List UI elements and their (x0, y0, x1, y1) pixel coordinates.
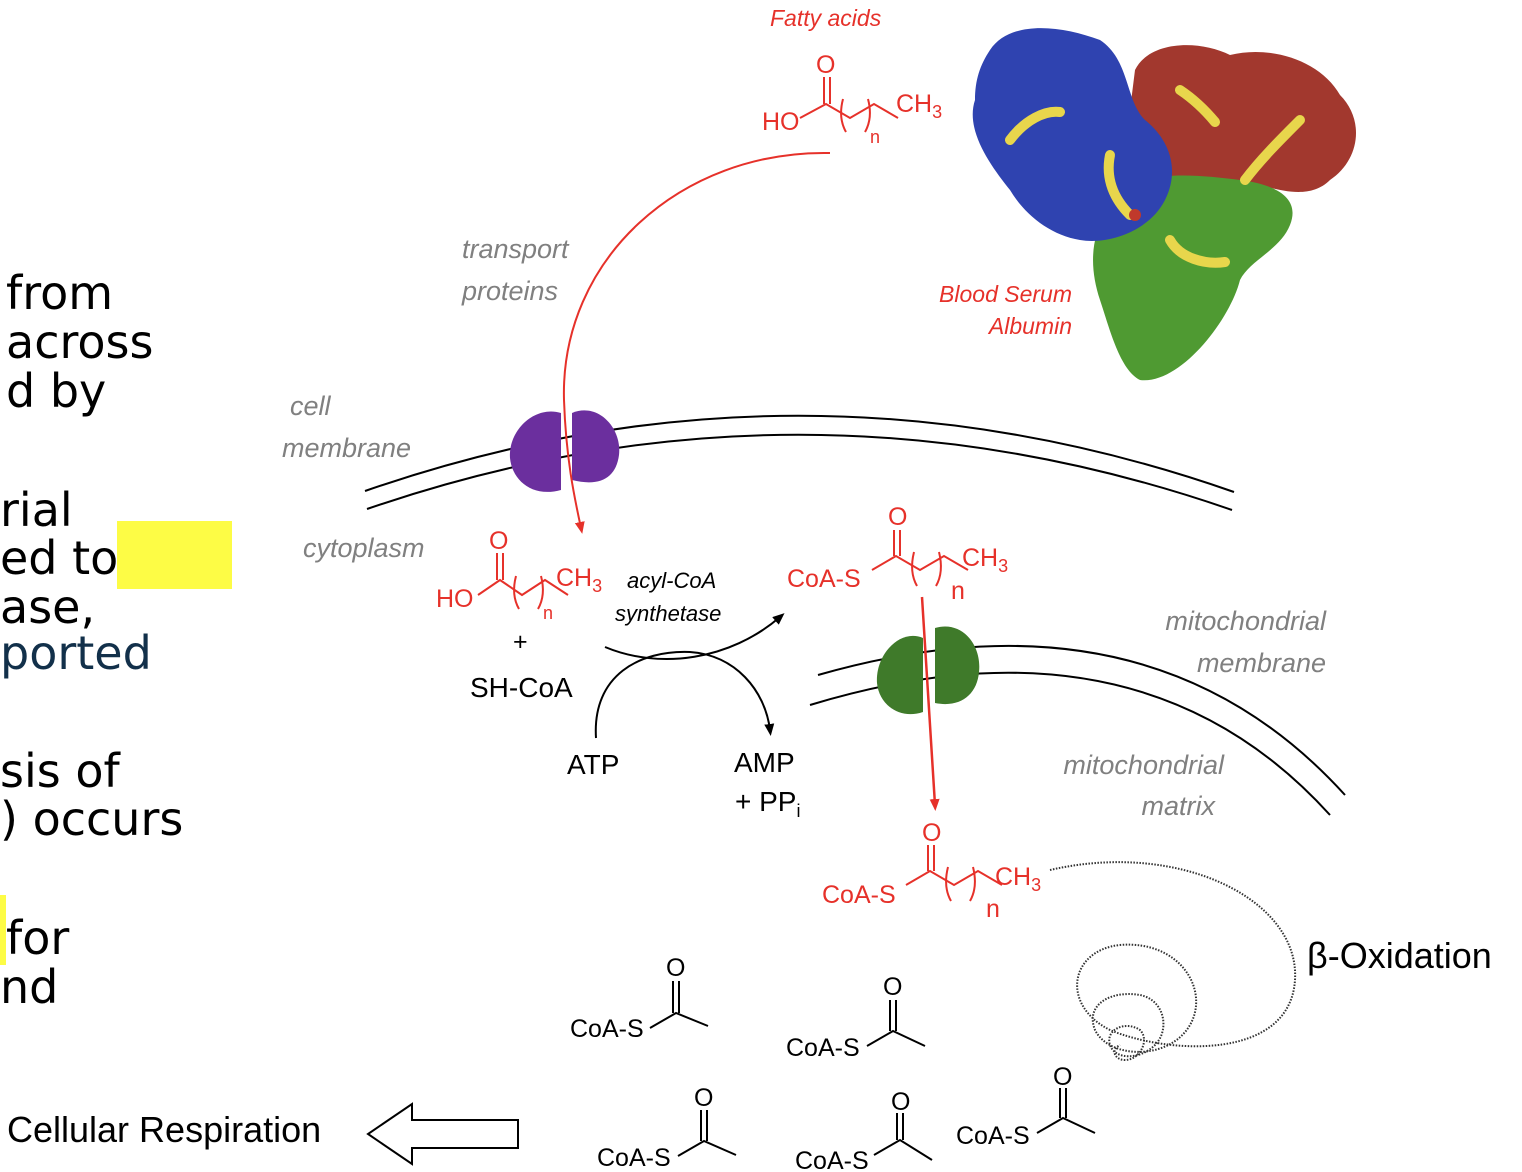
atp-amp-arrow (594, 650, 775, 739)
amp-label: AMP (734, 747, 795, 778)
mito-membrane-channel (876, 626, 980, 715)
methyl-label: CH3 (995, 863, 1041, 895)
methyl-label: CH3 (556, 564, 602, 596)
acetyl-coa-5: O CoA-S (956, 1063, 1096, 1150)
oxygen-label: O (666, 954, 685, 982)
shcoa-label: SH-CoA (470, 672, 573, 703)
oxygen-label: O (888, 503, 907, 531)
protein-domain-blue (972, 28, 1173, 241)
oxygen-label: O (891, 1088, 910, 1116)
oxygen-label: O (489, 527, 508, 555)
mito-membrane-label-2: membrane (1197, 648, 1326, 678)
cytoplasm-label: cytoplasm (303, 533, 425, 563)
enzyme-label-2: synthetase (615, 601, 721, 626)
fatty-acids-label: Fatty acids (770, 5, 882, 31)
coa-s-label: CoA-S (956, 1122, 1030, 1150)
acyl-coa-structure-matrix: O CoA-S CH3 n (822, 819, 1041, 923)
repeat-n-label: n (543, 603, 553, 623)
ligand (1175, 85, 1220, 127)
acetyl-coa-1: O CoA-S (570, 954, 709, 1043)
cell-membrane-label-1: cell (290, 391, 332, 421)
oxygen-label: O (922, 819, 941, 847)
acyl-coa-transport-arrow (920, 596, 940, 811)
oxygen-label: O (883, 973, 902, 1001)
beta-oxidation-label: β-Oxidation (1307, 935, 1492, 976)
fatty-acid-structure-top: O HO CH3 n (762, 51, 942, 147)
coa-s-label: CoA-S (795, 1147, 869, 1172)
coa-s-label: CoA-S (570, 1015, 644, 1043)
plus-sign: + (513, 628, 528, 656)
beta-oxidation-spiral (1049, 861, 1297, 1062)
enzyme-label-1: acyl-CoA (627, 568, 716, 593)
cellular-respiration-label: Cellular Respiration (7, 1109, 321, 1150)
repeat-n-label: n (870, 127, 880, 147)
protein-domain-red (1130, 45, 1357, 193)
fatty-acid-transport-arrow (562, 151, 831, 534)
coa-s-label: CoA-S (786, 1034, 860, 1062)
ligand (1240, 115, 1305, 185)
cellular-respiration-arrow (366, 1102, 519, 1166)
methyl-label: CH3 (896, 90, 942, 122)
ligand (1129, 209, 1141, 221)
mito-matrix-label-2: matrix (1142, 791, 1217, 821)
hydroxyl-label: HO (436, 585, 474, 613)
transport-proteins-label-2: proteins (461, 276, 558, 306)
fatty-acid-structure-cytoplasm: O HO CH3 n (436, 527, 602, 623)
ligand (1005, 106, 1065, 145)
albumin-label-1: Blood Serum (939, 281, 1072, 307)
atp-label: ATP (567, 749, 619, 780)
acyl-coa-structure-cytoplasm: O CoA-S CH3 n (787, 503, 1008, 605)
cell-membrane-label-2: membrane (282, 433, 411, 463)
coa-s-label: CoA-S (597, 1144, 671, 1172)
repeat-n-label: n (986, 895, 1000, 923)
ligand (1165, 235, 1230, 268)
ppi-label: + PPi (735, 786, 800, 821)
mito-matrix-label-1: mitochondrial (1063, 750, 1225, 780)
protein-domain-green (1093, 175, 1293, 381)
synthetase-arrow (604, 613, 785, 660)
acetyl-coa-3: O CoA-S (597, 1084, 737, 1172)
acetyl-coa-4: O CoA-S (795, 1088, 933, 1172)
methyl-label: CH3 (962, 544, 1008, 576)
coa-s-label: CoA-S (787, 565, 861, 593)
coa-s-label: CoA-S (822, 881, 896, 909)
oxygen-label: O (694, 1084, 713, 1112)
ligand (1103, 150, 1135, 220)
acetyl-coa-2: O CoA-S (786, 973, 926, 1062)
oxygen-label: O (816, 51, 835, 79)
transport-proteins-label-1: transport (462, 234, 570, 264)
hydroxyl-label: HO (762, 108, 800, 136)
albumin-protein-image (972, 28, 1357, 381)
cell-membrane-channel (509, 410, 620, 492)
oxygen-label: O (1053, 1063, 1072, 1091)
cell-membrane-outer (364, 414, 1235, 493)
mito-membrane-label-1: mitochondrial (1165, 606, 1327, 636)
albumin-label-2: Albumin (987, 313, 1072, 339)
repeat-n-label: n (951, 577, 965, 605)
cell-membrane-inner (366, 433, 1233, 511)
